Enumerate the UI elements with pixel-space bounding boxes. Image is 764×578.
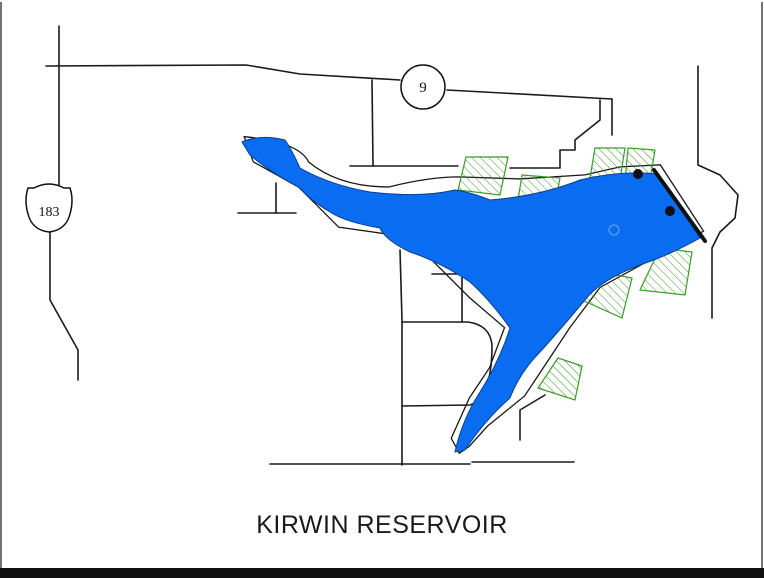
route-9-east-road [446,89,613,100]
dot-marker-icon [665,206,675,216]
us-183-south-road [49,229,79,381]
county-road-a [371,79,374,167]
inner-road [431,273,463,323]
wildlife-area-5 [639,247,693,296]
wildlife-area-1 [457,156,509,196]
state-route-circle-icon [400,64,446,110]
shoreline-outline [243,135,705,455]
us-route-label: 183 [39,205,60,220]
route-9-west-road [45,64,401,81]
map-title: KIRWIN RESERVOIR [256,511,508,539]
reservoir-water [241,136,701,453]
southeast-connector [519,394,546,441]
loop-road [401,321,493,407]
us-highway-shield-icon [25,183,73,233]
dot-marker-icon [633,169,643,179]
wildlife-area-7 [537,357,583,401]
state-route-marker: 9 [400,64,446,110]
county-road-c [509,99,601,169]
dam [652,168,707,243]
buoy-marker-icon [608,224,620,236]
central-south-road [399,249,403,466]
east-highway [697,65,739,319]
state-route-label: 9 [419,80,427,96]
us-route-marker: 183 [25,183,73,233]
bottom-bar [0,568,764,578]
